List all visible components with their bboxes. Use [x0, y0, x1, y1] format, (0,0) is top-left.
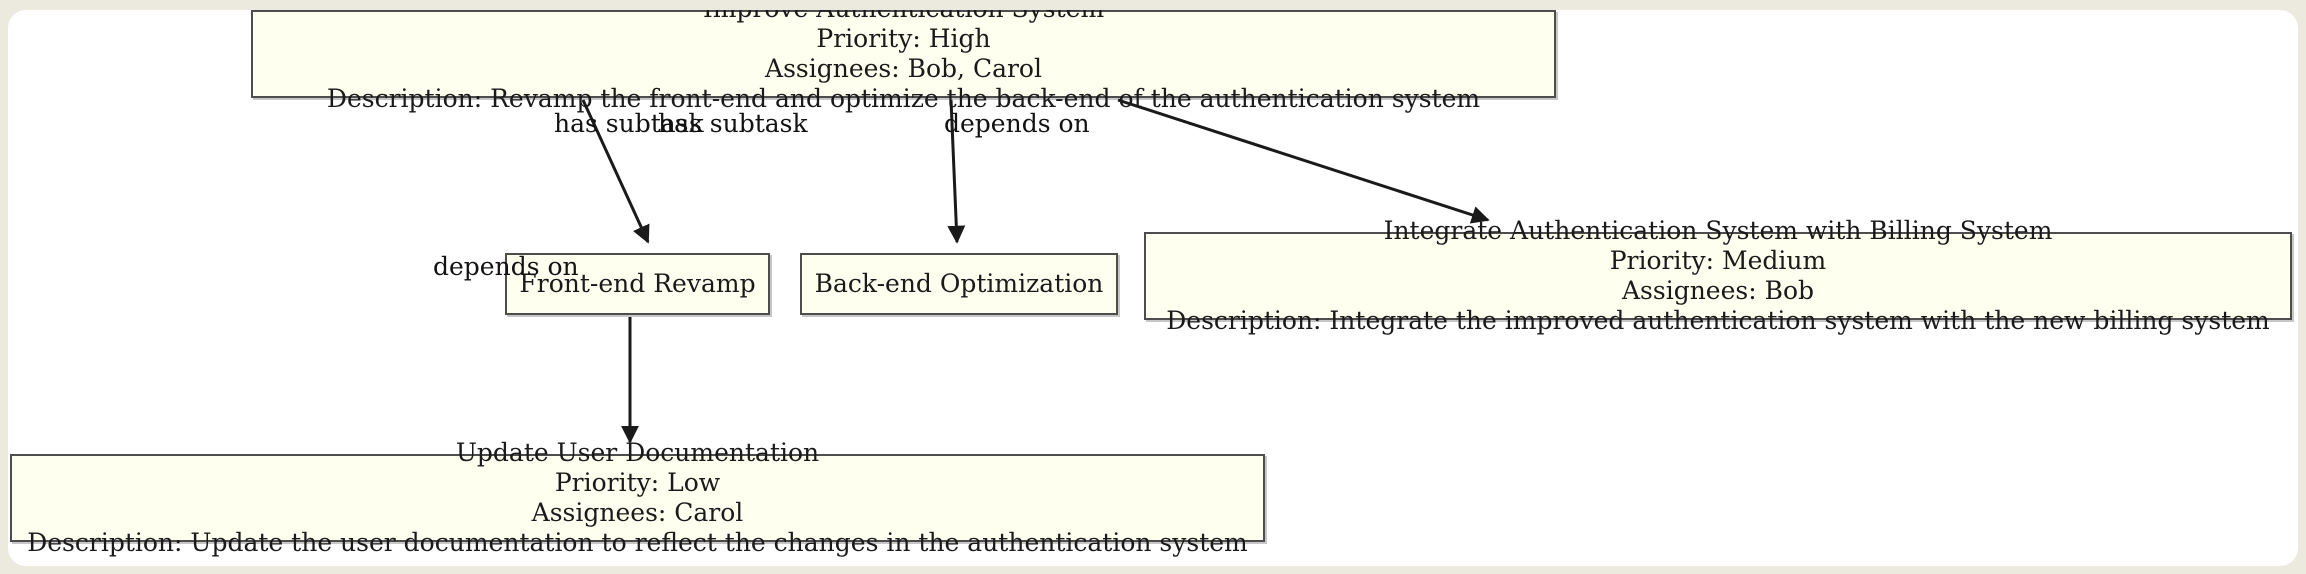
- node-title: Improve Authentication System: [703, 10, 1104, 24]
- node-description: Description: Update the user documentati…: [27, 528, 1248, 557]
- node-update-user-documentation[interactable]: Update User Documentation Priority: Low …: [10, 438, 1265, 557]
- edge-task1-task4: [1117, 98, 1490, 224]
- node-integrate-authentication-with-billing[interactable]: Integrate Authentication System with Bil…: [1144, 216, 2292, 335]
- node-assignees: Assignees: Carol: [531, 498, 744, 527]
- node-description: Description: Integrate the improved auth…: [1166, 306, 2270, 335]
- node-improve-authentication-system[interactable]: Improve Authentication System Priority: …: [251, 10, 1556, 113]
- edge-label-depends-on-documentation: depends on: [433, 252, 579, 281]
- edge-label-depends-on-billing: depends on: [944, 109, 1090, 138]
- node-title: Front-end Revamp: [519, 269, 756, 298]
- node-title: Integrate Authentication System with Bil…: [1383, 216, 2053, 245]
- node-assignees: Assignees: Bob, Carol: [765, 54, 1042, 83]
- edge-label-has-subtask-front-end: has subtask: [554, 109, 704, 138]
- node-front-end-revamp[interactable]: Front-end Revamp: [505, 253, 770, 315]
- node-priority: Priority: High: [816, 24, 991, 53]
- node-priority: Priority: Low: [554, 468, 721, 497]
- node-assignees: Assignees: Bob: [1621, 276, 1815, 305]
- node-back-end-optimization[interactable]: Back-end Optimization: [800, 253, 1118, 315]
- diagram-canvas: Improve Authentication System Priority: …: [8, 10, 2298, 566]
- edge-label-has-subtask-back-end: has subtask: [658, 109, 808, 138]
- node-priority: Priority: Medium: [1609, 246, 1827, 275]
- node-description: Description: Revamp the front-end and op…: [326, 84, 1481, 113]
- node-title: Update User Documentation: [455, 438, 820, 467]
- node-title: Back-end Optimization: [814, 269, 1104, 298]
- diagram-panel: Improve Authentication System Priority: …: [8, 10, 2298, 566]
